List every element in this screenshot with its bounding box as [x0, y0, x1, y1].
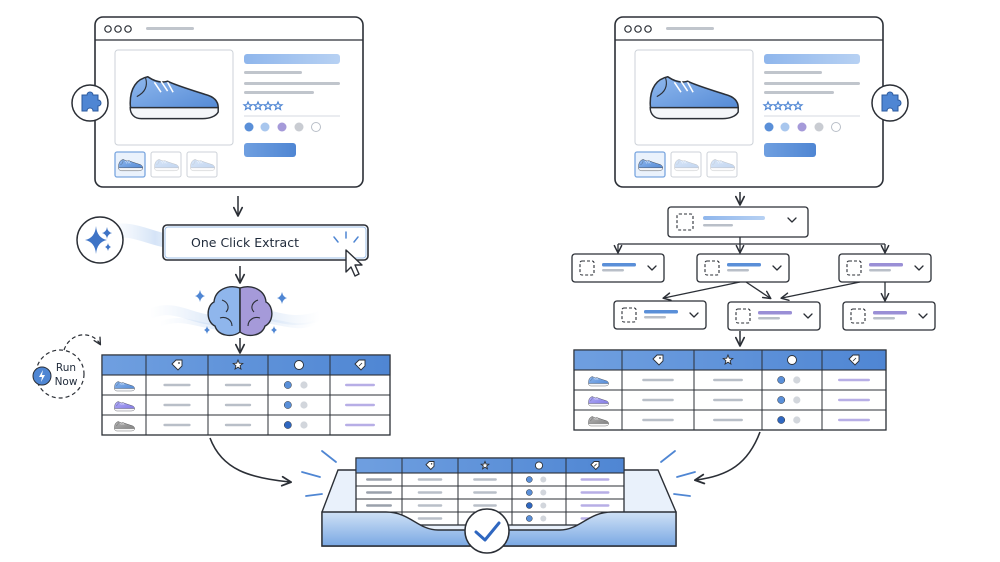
star-icon: [232, 358, 244, 371]
selector-node-5: [727, 301, 821, 331]
circle-icon: [294, 360, 304, 370]
right-browser-window: [614, 16, 884, 188]
one-click-extract-button[interactable]: One Click Extract: [162, 224, 369, 261]
add-to-cart-button-2: [764, 143, 816, 157]
ai-sparkle-badge: [76, 216, 124, 264]
color-swatches: [244, 122, 321, 132]
selector-node-root: [667, 206, 809, 238]
selector-node-4: [613, 300, 707, 330]
sparkle-icon: [85, 226, 112, 254]
left-results-table: [101, 354, 391, 436]
check-icon: [474, 521, 501, 542]
selector-node-1: [571, 253, 665, 283]
puzzle-icon: [81, 91, 102, 112]
cursor-icon: [333, 231, 363, 277]
right-results-table: [573, 349, 887, 431]
brain-sparkles: [195, 290, 287, 334]
tray-glow: [301, 450, 696, 497]
color-swatches-2: [764, 122, 841, 132]
run-label: Run: [56, 362, 76, 374]
add-to-cart-button: [244, 143, 296, 157]
selector-node-2: [696, 253, 790, 283]
selector-node-6: [842, 301, 936, 331]
left-browser-window: [94, 16, 364, 188]
selector-node-3: [838, 253, 932, 283]
results-tray: [321, 457, 677, 554]
circle-icon: [787, 355, 797, 365]
dropdown-chevron-icon: [787, 217, 797, 223]
rating-stars: [242, 100, 284, 111]
now-label: Now: [55, 376, 78, 388]
puzzle-icon-2: [881, 91, 902, 112]
extract-button-label: One Click Extract: [191, 235, 299, 250]
lightning-icon: [39, 370, 45, 382]
right-extension-badge: [871, 84, 909, 122]
circle-icon: [534, 461, 544, 470]
star-icon: [722, 353, 734, 366]
star-icon: [480, 460, 490, 470]
left-extension-badge: [71, 84, 109, 122]
brain-icon: [207, 286, 273, 337]
run-now-badge[interactable]: Run Now: [32, 349, 85, 399]
rating-stars-2: [762, 100, 804, 111]
